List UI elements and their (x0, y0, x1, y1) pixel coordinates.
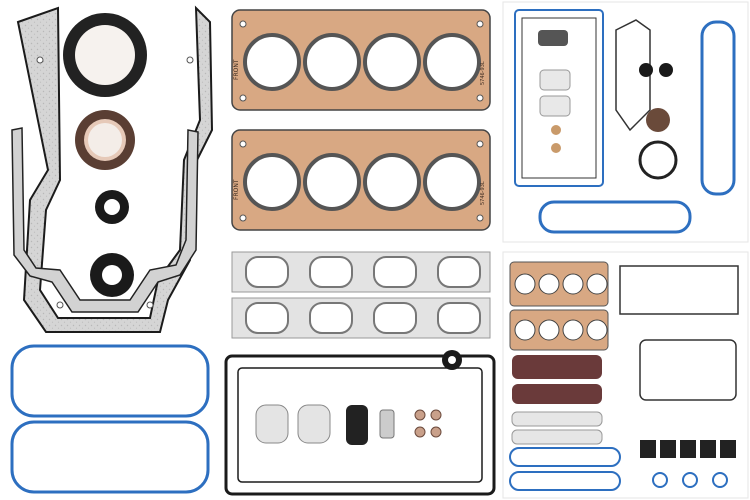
valley-seal (90, 253, 134, 297)
cylinder-head-gasket-1: FRONT 5746-93L (231, 9, 491, 111)
head-gasket-part-2: 5746-93L (480, 181, 486, 205)
head-gasket-stamp-1: FRONT (233, 59, 240, 80)
rear-main-seal (63, 13, 147, 97)
front-crank-seal (75, 110, 135, 170)
cylinder-head-gasket-2: FRONT 5746-93L (231, 129, 491, 231)
head-gasket-stamp-2: FRONT (233, 179, 240, 200)
oil-pan-small-parts (255, 350, 462, 445)
front-cover-gasket (11, 127, 199, 313)
timing-cover-gasket (16, 5, 214, 333)
inset-panel-bottom (502, 251, 749, 499)
exhaust-manifold-gasket-lower (231, 297, 491, 339)
valve-cover-gasket-upper (10, 344, 210, 418)
oil-pan-gasket (224, 354, 496, 496)
valve-cover-gasket-lower (10, 420, 210, 494)
inset-panel-top (502, 1, 749, 243)
exhaust-manifold-gasket-upper (231, 251, 491, 293)
head-gasket-part-1: 5746-93L (480, 61, 486, 85)
small-oil-seal (95, 190, 129, 224)
